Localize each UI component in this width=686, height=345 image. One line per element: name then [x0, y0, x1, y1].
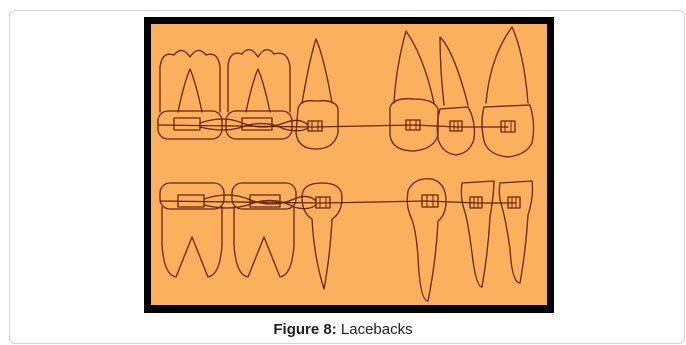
lacebacks-illustration: [144, 17, 554, 313]
diagram-background: [151, 24, 547, 305]
figure-caption-label: Figure 8:: [273, 321, 336, 338]
figure-caption-text: Lacebacks: [337, 321, 413, 338]
figure-caption: Figure 8: Lacebacks: [0, 321, 686, 338]
dental-diagram: [144, 17, 554, 313]
